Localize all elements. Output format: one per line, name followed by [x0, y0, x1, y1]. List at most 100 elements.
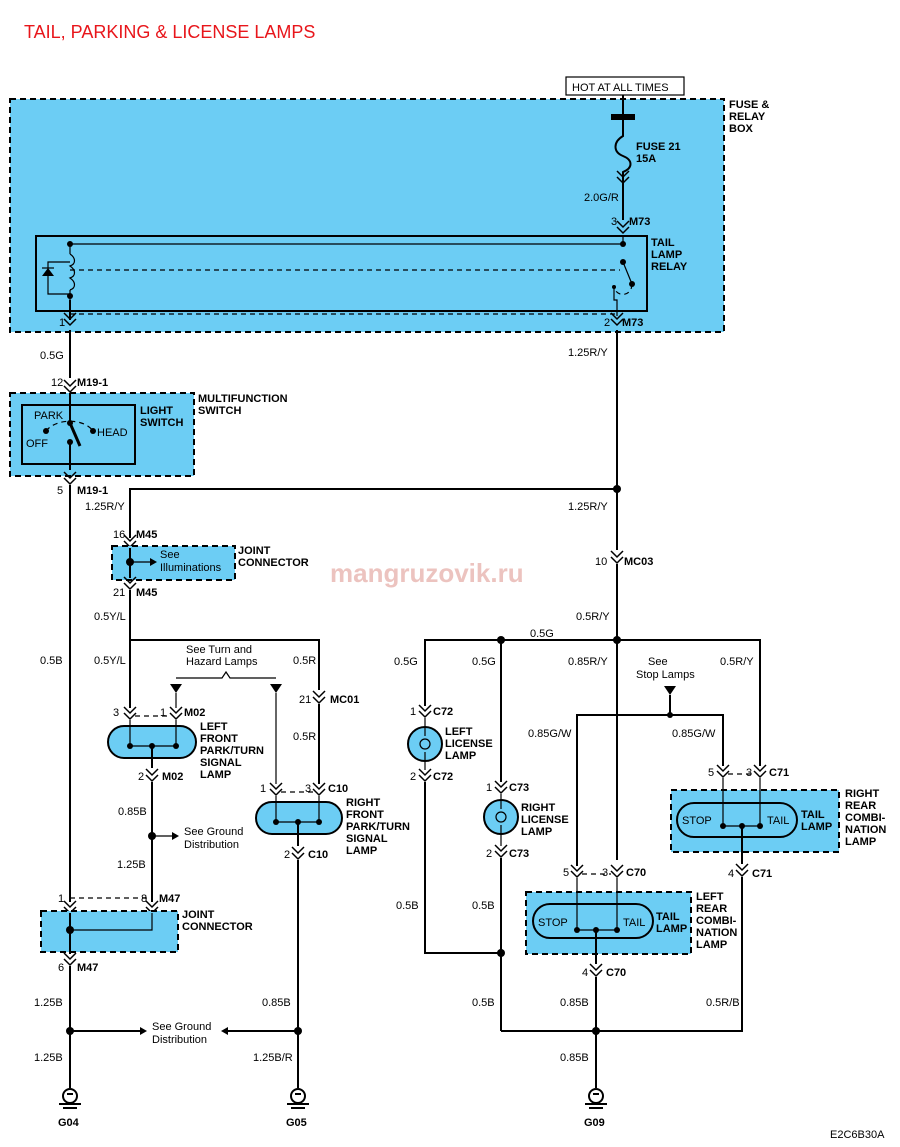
left-license-label-1: LEFT [445, 726, 473, 738]
left-rear-label-4: NATION [696, 927, 737, 939]
fuse-symbol [614, 120, 632, 220]
switch-head-label: HEAD [97, 427, 128, 439]
pin-label: 1 [486, 782, 492, 794]
light-switch [21, 404, 136, 465]
right-front-label-1: RIGHT [346, 797, 381, 809]
ground-g05-label: G05 [286, 1117, 307, 1129]
connector-label: M47 [159, 893, 180, 905]
right-rear-label-5: LAMP [845, 836, 876, 848]
pin-label: 4 [728, 868, 734, 880]
wire-label: 0.5B [40, 655, 63, 667]
connector-label: MC03 [624, 556, 653, 568]
page-title: TAIL, PARKING & LICENSE LAMPS [24, 22, 315, 42]
connector-label: C70 [606, 967, 626, 979]
multifunction-label-1: MULTIFUNCTION [198, 393, 288, 405]
note-ground-2a: See Ground [152, 1021, 211, 1033]
pin-label: 2 [284, 849, 290, 861]
pin-label: 1 [59, 317, 65, 329]
pin-label: 1 [410, 706, 416, 718]
right-front-label-2: FRONT [346, 809, 384, 821]
wire-label: 0.5R [293, 655, 316, 667]
pin-label: 1 [160, 707, 166, 719]
relay-diode [42, 268, 54, 276]
right-rear-label-1: RIGHT [845, 788, 880, 800]
relay-contact [622, 261, 633, 285]
connector-label: C73 [509, 782, 529, 794]
ground-g09-label: G09 [584, 1117, 605, 1129]
connector-label: C72 [433, 706, 453, 718]
left-front-label-1: LEFT [200, 721, 228, 733]
note-ground-2b: Distribution [152, 1034, 207, 1046]
pin-label: 10 [595, 556, 607, 568]
connector-label: M02 [162, 771, 183, 783]
pin-label: 21 [113, 587, 125, 599]
connector-label: M45 [136, 529, 157, 541]
connector-label: C71 [752, 868, 772, 880]
joint-m45-see: See [160, 549, 180, 561]
pin-label: 12 [51, 377, 63, 389]
connector-label: C10 [308, 849, 328, 861]
wire-label: 0.5B [472, 900, 495, 912]
right-rear-tail-lamp-2: LAMP [801, 821, 832, 833]
note-turn-1: See Turn and [186, 644, 252, 656]
note-ground-1a: See Ground [184, 826, 243, 838]
note-turn-2: Hazard Lamps [186, 656, 258, 668]
left-rear-label-3: COMBI- [696, 915, 737, 927]
left-front-label-2: FRONT [200, 733, 238, 745]
ground-g05-icon [286, 1088, 310, 1109]
left-rear-tail-lamp-2: LAMP [656, 923, 687, 935]
relay-label-3: RELAY [651, 261, 688, 273]
pin-label: 3 [305, 783, 311, 795]
right-rear-tail-lamp-1: TAIL [801, 809, 825, 821]
pin-label: 2 [486, 848, 492, 860]
diagram-code: E2C6B30A [830, 1129, 885, 1141]
right-rear-combination-lamp [670, 789, 840, 853]
joint-m45-label-1: JOINT [238, 545, 271, 557]
wire-label: 0.5G [472, 656, 496, 668]
left-front-label-5: LAMP [200, 769, 231, 781]
wire-label: 0.85B [118, 806, 147, 818]
left-front-label-4: SIGNAL [200, 757, 242, 769]
multifunction-switch [9, 392, 195, 477]
fuse-box-label-1: FUSE & [729, 99, 769, 111]
fuse-label-1: FUSE 21 [636, 141, 681, 153]
wire-label: 1.25R/Y [85, 501, 125, 513]
right-license-label-1: RIGHT [521, 802, 556, 814]
right-front-label-5: LAMP [346, 845, 377, 857]
pin-label: 1 [260, 783, 266, 795]
wire-label: 1.25B [117, 859, 146, 871]
multifunction-label-2: SWITCH [198, 405, 241, 417]
pin-label: 1 [58, 893, 64, 905]
pin-label: 16 [113, 529, 125, 541]
relay-label-1: TAIL [651, 237, 675, 249]
pin-label: 8 [141, 893, 147, 905]
pin-label: 6 [58, 962, 64, 974]
wire-label: 0.85G/W [528, 728, 572, 740]
right-rear-label-3: COMBI- [845, 812, 886, 824]
connector-label: MC01 [330, 694, 359, 706]
wire-label: 0.5R/Y [720, 656, 754, 668]
pin-label: 5 [563, 867, 569, 879]
connector-label: M47 [77, 962, 98, 974]
connector-label: M02 [184, 707, 205, 719]
wire-label: 0.85B [262, 997, 291, 1009]
fuse-label-2: 15A [636, 153, 656, 165]
wire-label: 0.5B [472, 997, 495, 1009]
left-license-label-2: LICENSE [445, 738, 493, 750]
connector-label: C71 [769, 767, 789, 779]
left-rear-stop-label: STOP [538, 917, 568, 929]
connector-label: M19-1 [77, 485, 108, 497]
joint-connector-m47 [40, 910, 179, 953]
wire-label: 0.85G/W [672, 728, 716, 740]
right-rear-tail-label: TAIL [767, 815, 789, 827]
right-front-label-4: SIGNAL [346, 833, 388, 845]
connector-label: M73 [629, 216, 650, 228]
connector-label: C72 [433, 771, 453, 783]
wire-label: 0.5Y/L [94, 611, 126, 623]
right-rear-stop-label: STOP [682, 815, 712, 827]
wire-label: 0.85B [560, 997, 589, 1009]
left-rear-tail-label: TAIL [623, 917, 645, 929]
light-switch-label-2: SWITCH [140, 417, 183, 429]
wire-label: 1.25B/R [253, 1052, 293, 1064]
